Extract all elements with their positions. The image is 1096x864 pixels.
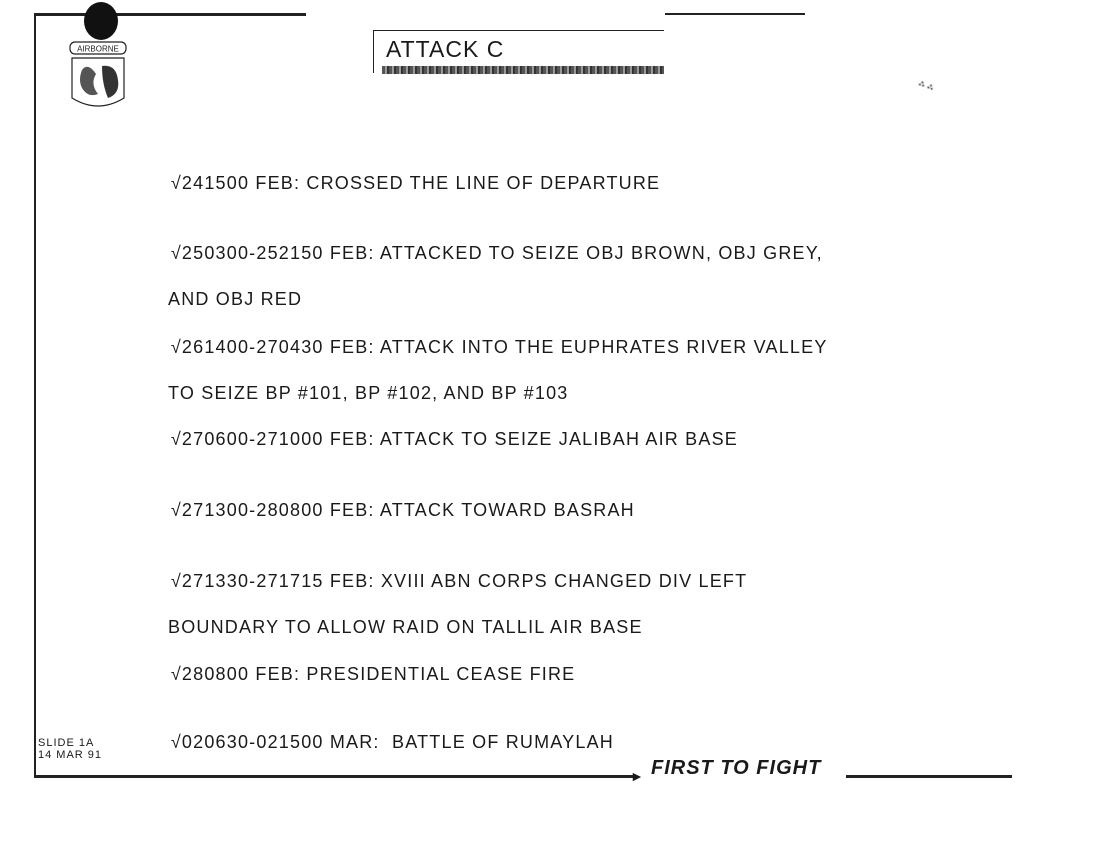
check-icon: √ (170, 571, 182, 591)
top-border (34, 13, 306, 16)
check-icon: √ (170, 732, 182, 752)
arrow-icon: ► (630, 768, 644, 784)
list-item: √261400-270430 FEB: ATTACK INTO THE EUPH… (168, 337, 828, 403)
stamp-mark: ⁂ ⁂ (917, 80, 935, 93)
bottom-rule-right (846, 775, 1012, 778)
list-item: √020630-021500 MAR: BATTLE OF RUMAYLAH (170, 732, 614, 752)
slide-label: SLIDE 1A 14 MAR 91 (38, 737, 103, 761)
list-item: √270600-271000 FEB: ATTACK TO SEIZE JALI… (170, 429, 739, 449)
punch-hole (84, 2, 118, 40)
check-icon: √ (170, 173, 182, 193)
left-border (34, 13, 36, 778)
bottom-rule (34, 775, 634, 778)
top-border-right (665, 13, 805, 15)
slide-title: ATTACK C (386, 36, 505, 62)
airborne-insignia-logo: AIRBORNE (69, 41, 127, 107)
list-item: √250300-252150 FEB: ATTACKED TO SEIZE OB… (168, 243, 823, 309)
check-icon: √ (170, 500, 182, 520)
check-icon: √ (170, 337, 182, 357)
motto-text: FIRST TO FIGHT (651, 757, 822, 779)
check-icon: √ (170, 243, 182, 263)
list-item: √271300-280800 FEB: ATTACK TOWARD BASRAH (170, 500, 635, 520)
check-icon: √ (170, 429, 182, 449)
title-frame (373, 30, 664, 73)
list-item: √271330-271715 FEB: XVIII ABN CORPS CHAN… (168, 571, 748, 637)
list-item: √241500 FEB: CROSSED THE LINE OF DEPARTU… (170, 173, 661, 193)
title-underline (382, 66, 664, 74)
check-icon: √ (170, 664, 182, 684)
svg-text:AIRBORNE: AIRBORNE (77, 45, 119, 54)
list-item: √280800 FEB: PRESIDENTIAL CEASE FIRE (170, 664, 576, 684)
